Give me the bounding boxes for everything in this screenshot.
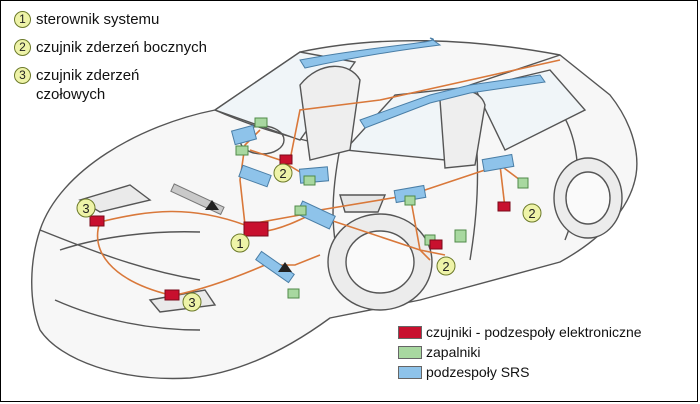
svg-text:3: 3 [82,201,89,216]
front-sensor [89,215,105,227]
key-item-1: 1 sterownik systemu [14,10,256,29]
igniter [294,205,307,216]
component-key: 1 sterownik systemu 2 czujnik zderzeń bo… [14,10,256,113]
steering-airbag [230,124,258,146]
key-item-text: czujnik zderzeń bocznych [36,39,207,56]
svg-text:2: 2 [528,206,535,221]
side-sensor [497,201,511,212]
knee-airbag [238,164,272,188]
control-unit [243,221,269,237]
key-item-text: czujnik zderzeń czołowych [36,67,140,103]
legend-label: zapalniki [426,344,481,360]
igniter [454,229,467,243]
svg-text:3: 3 [188,295,195,310]
arrows [205,200,292,272]
side-sensor [429,239,443,250]
sensors [89,154,511,301]
arrow-icon [278,262,292,272]
key-item-text: sterownik systemu [36,11,160,28]
igniter [254,117,268,128]
igniter [404,195,416,206]
arrow-icon [205,200,219,210]
number-badge: 2 [14,39,31,56]
igniter [287,288,300,299]
legend-sensors: czujniki - podzespoły elektroniczne [398,322,642,342]
svg-text:2: 2 [279,166,286,181]
rear-door-airbag [481,153,515,173]
legend-swatch-green [398,345,422,359]
front-sensor [164,289,180,301]
key-item-2: 2 czujnik zderzeń bocznych [14,38,256,57]
igniter [303,175,316,186]
number-badge: 3 [14,67,31,84]
side-sensor [279,154,293,165]
svg-text:2: 2 [442,259,449,274]
callout-2-rear: 2 [522,203,542,223]
number-badge: 1 [14,11,31,28]
igniter [235,145,249,156]
color-legend: czujniki - podzespoły elektroniczne zapa… [398,322,642,382]
callout-2-door: 2 [436,256,456,276]
key-item-3: 3 czujnik zderzeń czołowych [14,66,256,104]
legend-swatch-blue [398,365,422,379]
callout-2-dash: 2 [273,163,293,183]
legend-swatch-red [398,325,422,339]
legend-srs: podzespoły SRS [398,362,642,382]
igniters [235,117,529,299]
svg-text:1: 1 [236,236,243,251]
callout-3-left: 3 [76,198,96,218]
igniter [517,177,529,189]
legend-label: podzespoły SRS [426,364,530,380]
side-curtain-airbag [359,74,546,129]
curtain-airbag [299,37,442,69]
callout-3-bottom: 3 [182,292,202,312]
legend-igniters: zapalniki [398,342,642,362]
legend-label: czujniki - podzespoły elektroniczne [426,324,642,340]
lower-airbag [255,250,295,284]
callout-1: 1 [230,233,250,253]
wiring-harness [96,59,561,296]
callout-markers: 1 2 2 2 3 3 [76,163,542,312]
